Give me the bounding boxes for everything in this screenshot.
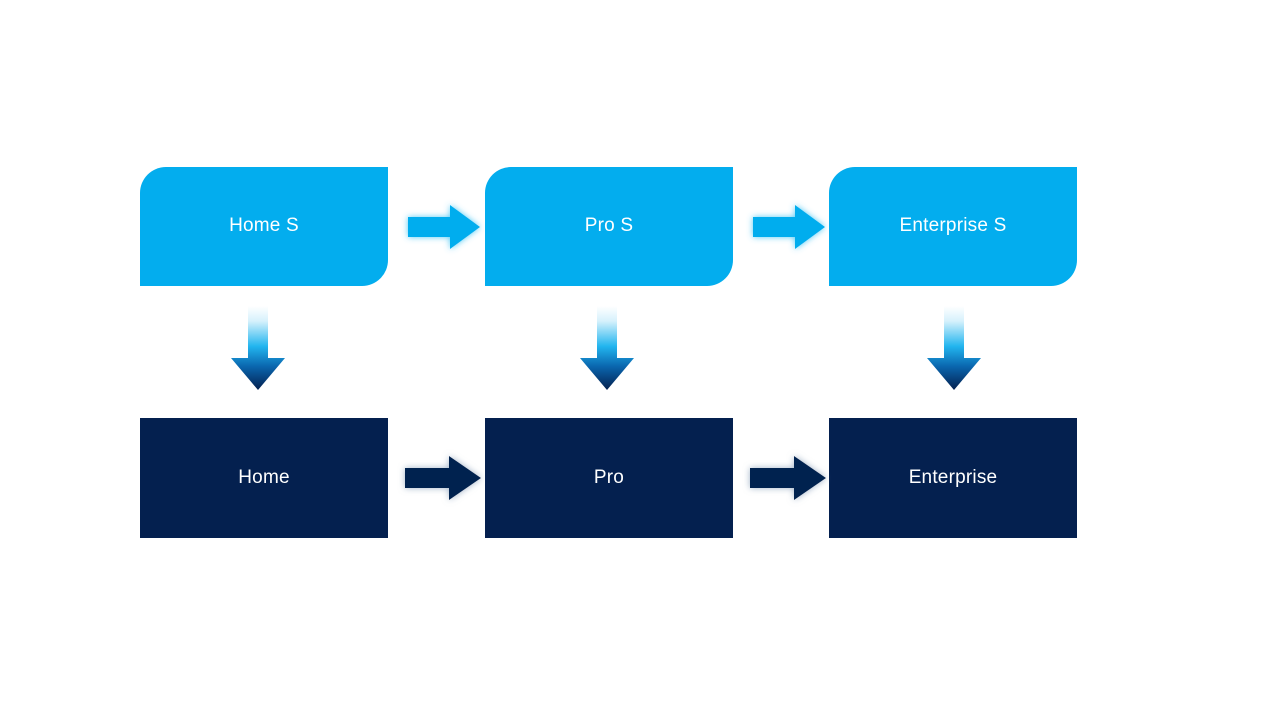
node-label-pro-s: Pro S [584,215,634,237]
arrow-right-icon-pro-s-to-enterprise-s [753,203,825,251]
node-label-enterprise-s: Enterprise S [899,215,1007,237]
node-label-home: Home [238,466,290,488]
node-enterprise[interactable]: Enterprise [829,418,1077,538]
node-home-s[interactable]: Home S [140,167,388,286]
arrow-down-icon-enterprise-s-to-enterprise [925,306,983,390]
node-label-enterprise: Enterprise [908,466,998,488]
arrow-down-icon-pro-s-to-pro [578,306,636,390]
arrow-right-icon-home-to-pro [405,454,481,502]
node-label-pro: Pro [593,466,625,488]
arrow-right-icon-pro-to-enterprise [750,454,826,502]
node-home[interactable]: Home [140,418,388,538]
node-enterprise-s[interactable]: Enterprise S [829,167,1077,286]
arrow-down-icon-home-s-to-home [229,306,287,390]
node-label-home-s: Home S [229,215,299,237]
node-pro-s[interactable]: Pro S [485,167,733,286]
arrow-right-icon-home-s-to-pro-s [408,203,480,251]
node-pro[interactable]: Pro [485,418,733,538]
